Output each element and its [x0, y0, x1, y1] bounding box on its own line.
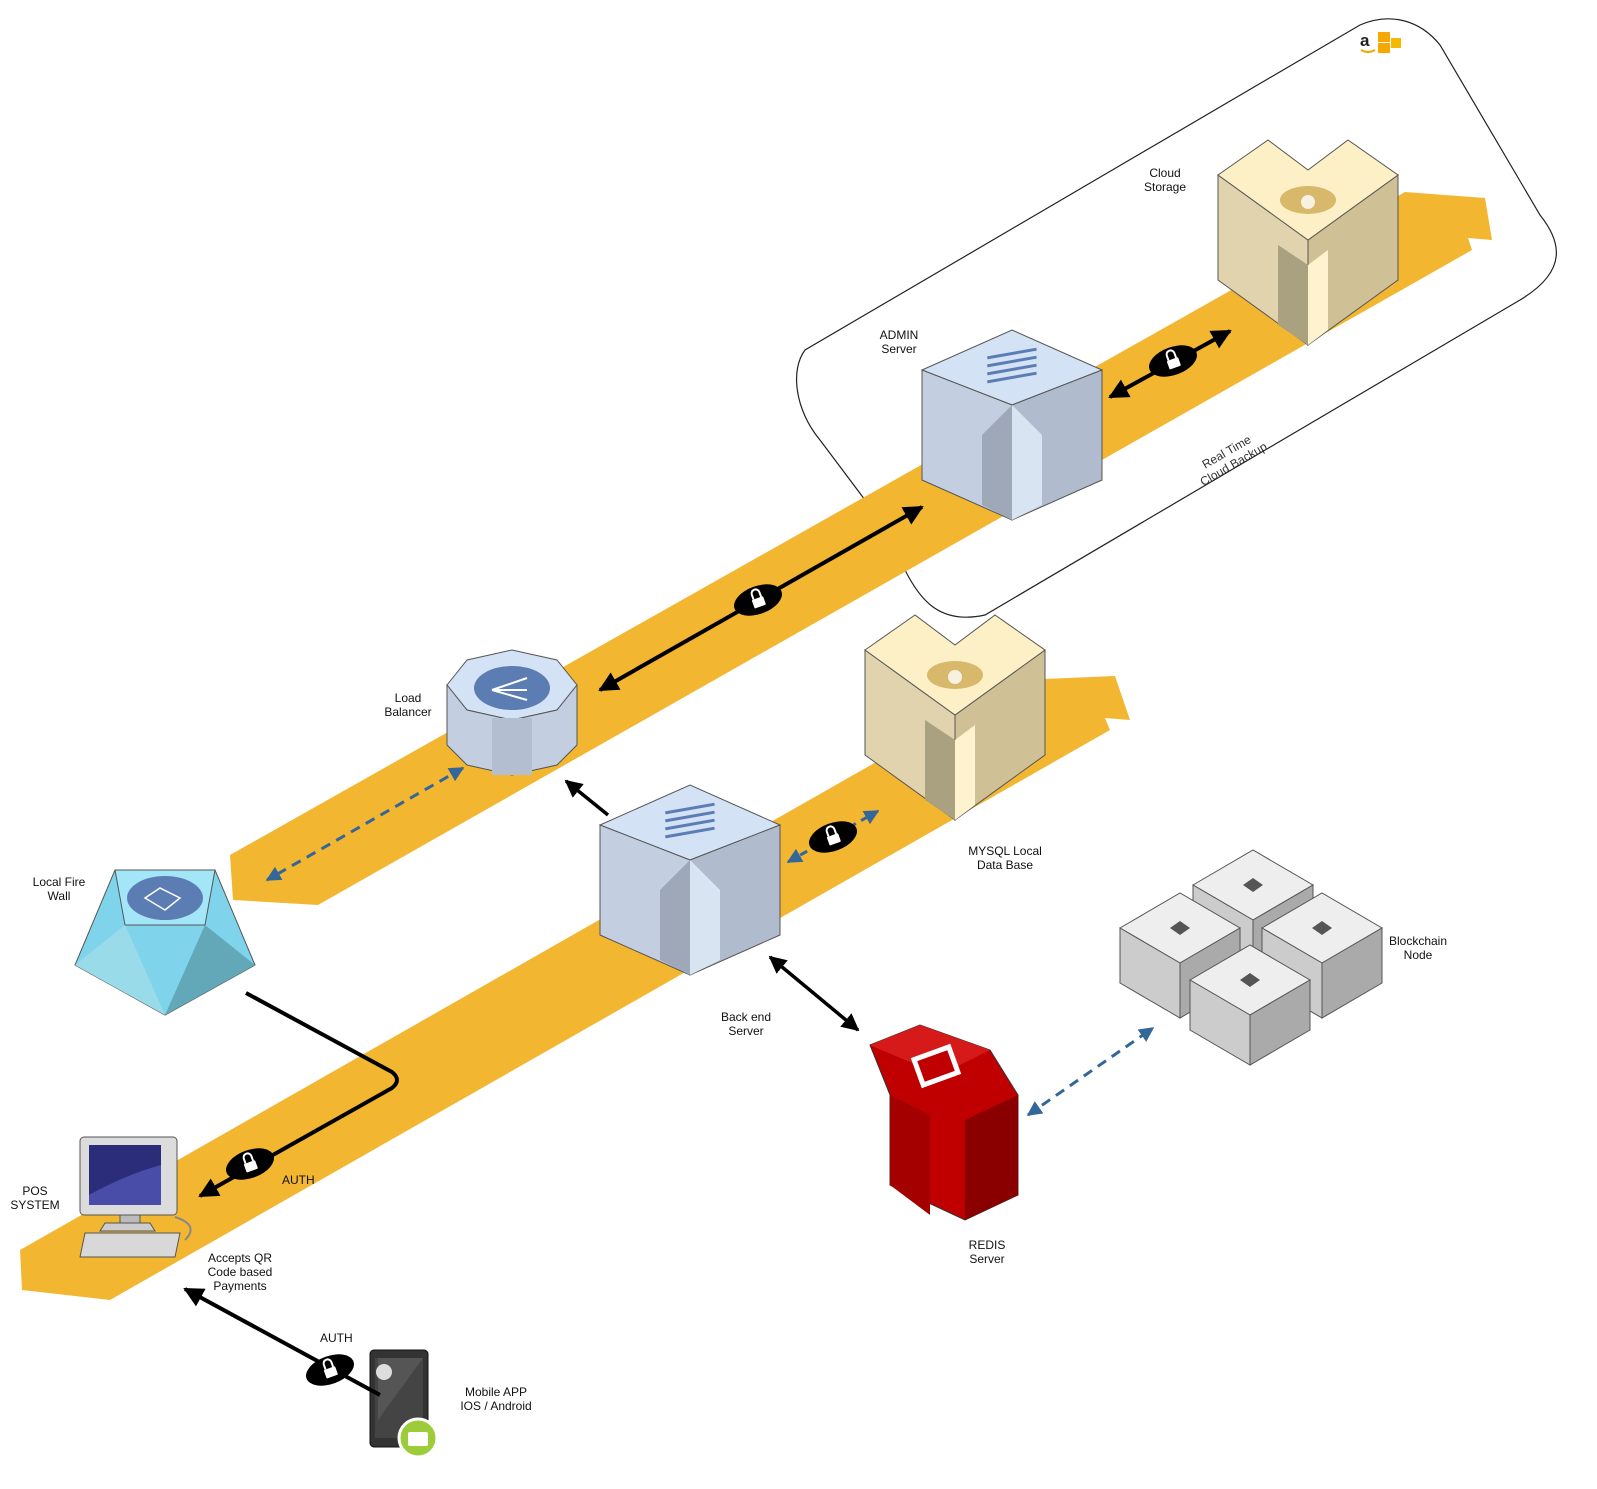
admin-server-box [920, 329, 1104, 521]
load-balancer-box [446, 649, 578, 776]
connector-backend-mysql [786, 809, 880, 864]
mobile-phone-icon [369, 1349, 439, 1459]
connector-backend-lb [564, 779, 610, 817]
connector-lb-firewall [265, 766, 465, 882]
accepts-qr-label: Accepts QR Code based Payments [207, 1251, 273, 1293]
lock-icon [306, 1354, 354, 1386]
redis-server-label: REDIS Server [968, 1238, 1006, 1266]
load-balancer-label: Load Balancer [384, 691, 432, 719]
aws-logo-icon: a [1360, 31, 1401, 53]
connector-backend-redis [768, 955, 860, 1032]
cloud-storage-label: Cloud Storage [1143, 166, 1187, 194]
connector-mobile-pos [183, 1287, 381, 1397]
local-firewall-label: Local Fire Wall [32, 875, 86, 903]
blockchain-node-cluster [1119, 849, 1383, 1066]
mysql-db-label: MYSQL Local Data Base [968, 844, 1042, 872]
connector-firewall-pos [198, 991, 399, 1198]
lock-icon [734, 584, 782, 616]
svg-text:a: a [1360, 31, 1370, 50]
backend-server-label: Back end Server [720, 1010, 772, 1038]
lock-icon [1149, 345, 1197, 377]
auth-label-mobile: AUTH [320, 1331, 353, 1345]
admin-server-label: ADMIN Server [879, 328, 919, 356]
connector-redis-blockchain [1026, 1026, 1155, 1117]
pos-system-label: POS SYSTEM [10, 1184, 60, 1212]
lock-icon [226, 1148, 274, 1180]
backend-server-box [598, 784, 782, 976]
local-firewall-box [74, 869, 256, 1016]
lock-icon [809, 821, 857, 853]
mobile-app-label: Mobile APP IOS / Android [460, 1385, 532, 1413]
cloud-storage-box [1217, 139, 1399, 346]
blockchain-node-label: Blockchain Node [1388, 934, 1448, 962]
aws-cloud-group-border [795, 18, 1557, 618]
redis-server-box [869, 1024, 1019, 1221]
pos-computer-icon [79, 1136, 192, 1258]
auth-label-pos: AUTH [282, 1173, 315, 1187]
